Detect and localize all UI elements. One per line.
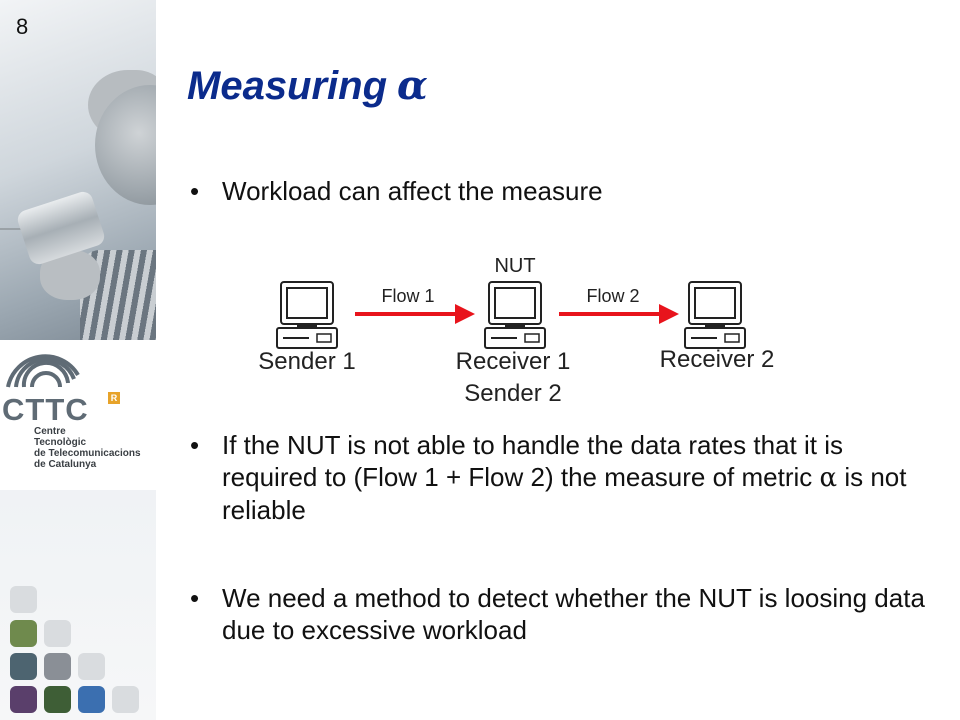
- child-photo: [0, 0, 156, 350]
- computer-icon: [684, 281, 746, 349]
- alpha-symbol: α: [819, 463, 838, 493]
- bullet-marker: •: [190, 583, 200, 613]
- tile-image: [44, 653, 71, 680]
- tile-image: [44, 686, 71, 713]
- bullet-text: If the NUT is not able to handle the dat…: [222, 430, 907, 525]
- bullet-item: • If the NUT is not able to handle the d…: [190, 429, 930, 529]
- tile-image: [10, 653, 37, 680]
- sender-2-label: Sender 2: [464, 380, 562, 407]
- computer-icon: [276, 281, 338, 349]
- tile-image: [10, 620, 37, 647]
- alpha-symbol: α: [397, 62, 428, 109]
- network-diagram: NUT Flow 1 Flow 2 Sender 1 Receiver 1 Se: [245, 250, 805, 420]
- bullet-text: We need a method to detect whether the N…: [222, 583, 925, 645]
- sender-1-label: Sender 1: [258, 348, 356, 375]
- bullet-item: • Workload can affect the measure: [190, 175, 930, 209]
- slide-number: 8: [16, 14, 29, 39]
- flow-2-label: Flow 2: [586, 286, 640, 306]
- receiver-1-label: Receiver 1: [455, 348, 571, 375]
- flow-1-arrow-icon: [355, 304, 475, 324]
- bullet-marker: •: [190, 176, 200, 206]
- bullet-item: • We need a method to detect whether the…: [190, 582, 930, 650]
- nut-label: NUT: [494, 255, 536, 277]
- receiver-2-label: Receiver 2: [659, 346, 775, 373]
- logo-wordmark: CTTC: [2, 392, 89, 427]
- logo-arcs-icon: [6, 354, 80, 388]
- flow-1-label: Flow 1: [381, 286, 435, 306]
- tile-image: [10, 686, 37, 713]
- tile-image: [78, 686, 105, 713]
- logo-registered-mark: R: [108, 392, 120, 404]
- bullet-text: Workload can affect the measure: [222, 176, 603, 206]
- flow-2-arrow-icon: [559, 304, 679, 324]
- sidebar-decoration: 8 CTTC R Centre Tecnològic de Telecomuni…: [0, 0, 156, 720]
- computer-icon: [484, 281, 546, 349]
- bullet-marker: •: [190, 430, 200, 460]
- decorative-tiles: [0, 540, 156, 720]
- logo-subtitle: Centre Tecnològic de Telecomunicacions d…: [34, 426, 141, 470]
